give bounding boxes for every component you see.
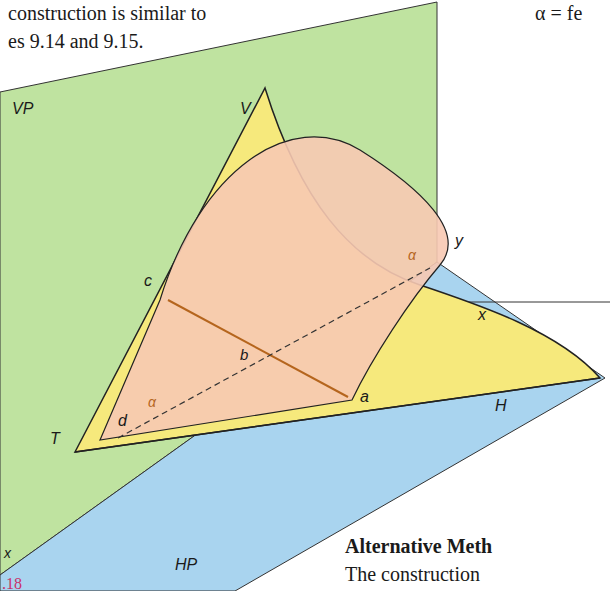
line-of-greatest-slope — [168, 300, 348, 397]
reference-line — [465, 302, 610, 303]
point-label: a — [360, 388, 369, 406]
axis-label: y — [455, 232, 463, 250]
body-text: The construction — [345, 563, 480, 585]
plane-label: HP — [175, 556, 197, 574]
formula-text: α = fe — [535, 2, 582, 24]
conical-surface — [75, 88, 600, 452]
body-text: construction is similar to — [8, 2, 206, 24]
angle-label: α — [148, 395, 156, 410]
point-label: d — [118, 412, 127, 430]
plane-label: VP — [12, 100, 33, 118]
horizontal-trace — [75, 378, 600, 452]
axis-label: x — [478, 306, 486, 324]
point-label: V — [240, 100, 251, 118]
point-label: c — [144, 272, 152, 290]
section-surface — [100, 137, 448, 440]
body-text: es 9.14 and 9.15. — [8, 30, 144, 52]
point-label: T — [50, 430, 60, 448]
trace-label: H — [495, 397, 507, 415]
axis-label: x — [4, 546, 11, 561]
angle-label: α — [408, 248, 416, 263]
point-label: b — [240, 347, 248, 364]
hidden-line — [118, 268, 430, 438]
figure-number: .18 — [2, 575, 22, 591]
section-heading: Alternative Meth — [345, 535, 492, 557]
